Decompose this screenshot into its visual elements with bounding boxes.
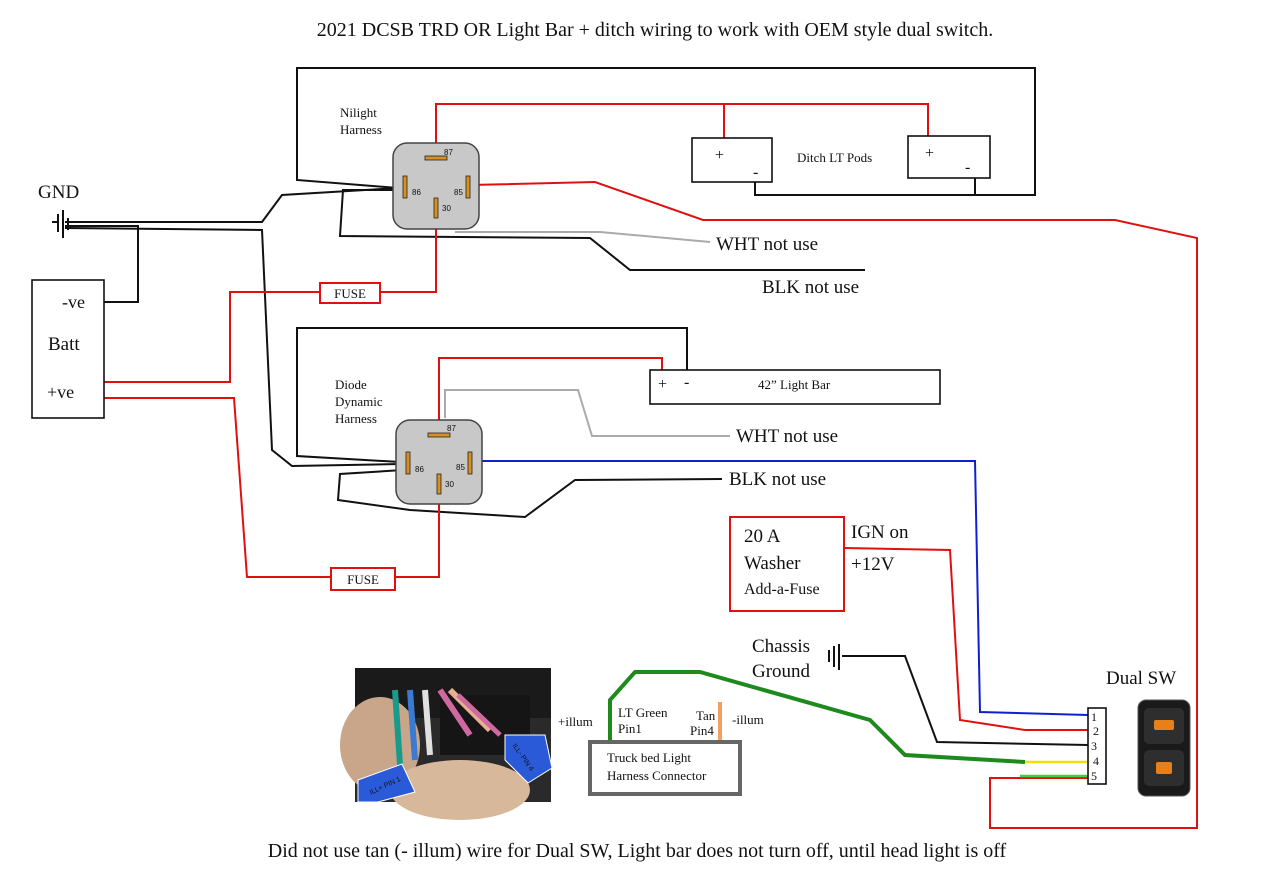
battery-pos-label: +ve [47,382,74,402]
diode-pin-85 [467,451,473,475]
connector-photo: ILL+ PIN 1 ILL- PIN 4 [340,668,553,820]
diode-pin-86 [405,451,411,475]
ign-on-label: IGN on [851,522,909,543]
ditch-pods-label: Ditch LT Pods [797,150,872,165]
svg-text:-: - [965,159,970,176]
gnd-label: GND [38,182,79,203]
svg-text:-: - [753,164,758,181]
svg-text:FUSE: FUSE [334,286,366,301]
battery: -ve Batt +ve [31,279,105,419]
svg-text:3: 3 [1091,739,1097,753]
diagram-title: 2021 DCSB TRD OR Light Bar + ditch wirin… [317,19,993,41]
tag-right-icon [504,734,553,784]
battery-neg-label: -ve [62,292,85,312]
diode-label-line3: Harness [335,411,377,426]
fuse-bottom: FUSE [330,567,396,591]
tan-label: Tan [696,708,716,723]
ign-12v-label: +12V [851,554,895,575]
svg-text:+: + [715,147,724,164]
svg-text:5: 5 [1091,769,1097,783]
switch-light-icon-top [1154,720,1174,730]
nilight-pin-86 [402,175,408,199]
tag-left-icon [357,763,416,803]
svg-text:+: + [925,145,934,162]
light-bar-plus: + [658,376,667,393]
switch-light-icon-bottom [1156,762,1172,774]
ditch-pod-left [691,137,773,183]
svg-text:2: 2 [1093,724,1099,738]
diode-dynamic-relay: Diode Dynamic Harness 87 86 85 30 [335,377,483,505]
light-bar-label: 42” Light Bar [758,377,831,392]
diode-pin-30 [436,473,442,495]
nilight-pin-30 [433,197,439,219]
svg-text:86: 86 [415,465,424,474]
chassis-ground: Chassis Ground [752,636,840,682]
svg-text:86: 86 [412,188,421,197]
green-wire [608,670,1026,764]
svg-text:20 A: 20 A [744,526,781,547]
red-wires [95,103,1198,829]
nilight-label-line1: Nilight [340,105,377,120]
footer-note: Did not use tan (- illum) wire for Dual … [268,840,1007,862]
ground-symbol: GND [38,182,79,238]
diode-label-line1: Diode [335,377,367,392]
wht-not-use-top: WHT not use [716,234,818,255]
svg-text:Truck bed Light: Truck bed Light [607,750,691,765]
dual-sw-connector [1087,707,1107,785]
nilight-pin-85 [465,175,471,199]
pin1-label: Pin1 [618,721,642,736]
pin4-label: Pin4 [690,723,714,738]
svg-text:30: 30 [442,204,451,213]
blk-not-use-top: BLK not use [762,277,859,298]
add-a-fuse: 20 A Washer Add-a-Fuse [729,516,845,612]
svg-text:85: 85 [456,463,465,472]
ditch-pod-right [907,135,991,179]
svg-text:87: 87 [444,148,453,157]
svg-text:Chassis: Chassis [752,636,810,657]
blue-wire [472,460,1089,716]
wht-not-use-bottom: WHT not use [736,426,838,447]
minus-illum-label: -illum [732,712,764,727]
ditch-light-pods: + - + - Ditch LT Pods [691,135,991,183]
svg-text:Harness Connector: Harness Connector [607,768,707,783]
light-bar-minus: - [684,374,689,391]
lt-green-label: LT Green [618,705,668,720]
nilight-relay: Nilight Harness 87 86 85 30 [340,105,480,230]
light-bar: + - 42” Light Bar [649,369,941,405]
battery-name: Batt [48,334,80,355]
svg-text:Add-a-Fuse: Add-a-Fuse [744,581,820,598]
plus-illum-label: +illum [558,714,593,729]
diode-pin-87 [427,432,451,438]
blk-not-use-bottom: BLK not use [729,469,826,490]
truck-bed-connector: Truck bed Light Harness Connector +illum… [558,705,764,796]
svg-text:85: 85 [454,188,463,197]
svg-text:Washer: Washer [744,553,801,574]
svg-text:30: 30 [445,480,454,489]
nilight-pin-87 [424,155,448,161]
dual-switch: Dual SW 1 2 3 4 5 [1087,668,1191,797]
diode-label-line2: Dynamic [335,394,383,409]
gray-wires [444,231,730,437]
svg-text:FUSE: FUSE [347,572,379,587]
svg-text:87: 87 [447,424,456,433]
svg-text:4: 4 [1093,754,1099,768]
fuse-top: FUSE [319,282,381,304]
svg-text:1: 1 [1091,710,1097,724]
svg-text:Ground: Ground [752,661,811,682]
nilight-label-line2: Harness [340,122,382,137]
dual-sw-label: Dual SW [1106,668,1176,689]
